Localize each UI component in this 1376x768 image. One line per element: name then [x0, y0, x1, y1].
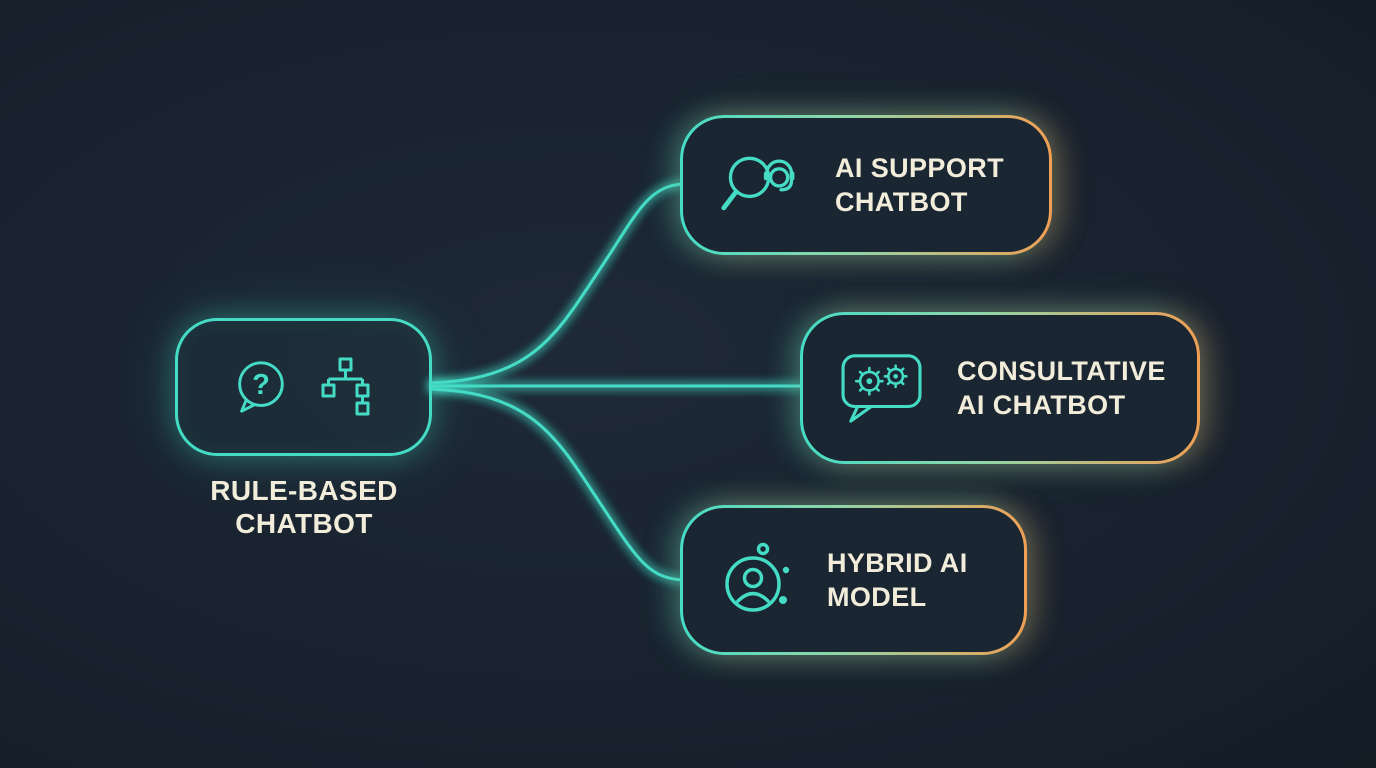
node-label: HYBRID AI MODEL: [827, 546, 968, 614]
node-label-line1: AI SUPPORT: [835, 152, 1005, 183]
question-bubble-icon: ?: [229, 356, 291, 418]
root-label-line1: RULE-BASED: [210, 475, 398, 506]
node-label: AI SUPPORT CHATBOT: [835, 151, 1004, 219]
node-hybrid-ai-model: HYBRID AI MODEL: [680, 505, 1027, 655]
root-node-label: RULE-BASED CHATBOT: [160, 474, 448, 540]
node-ai-support-chatbot: AI SUPPORT CHATBOT: [680, 115, 1052, 255]
connector-bottom: [429, 387, 686, 582]
node-rule-based-chatbot: ?: [175, 318, 432, 456]
connector-top: [429, 182, 686, 385]
root-label-line2: CHATBOT: [235, 508, 373, 540]
node-label-line2: CHATBOT: [835, 187, 968, 217]
svg-text:?: ?: [252, 369, 270, 401]
node-label-line2: AI CHATBOT: [957, 390, 1126, 420]
node-label-line2: MODEL: [827, 582, 927, 612]
node-label-line1: HYBRID AI: [827, 547, 968, 578]
node-label: CONSULTATIVE AI CHATBOT: [957, 354, 1166, 422]
chat-gears-icon: [839, 351, 925, 425]
hierarchy-icon: [313, 355, 379, 419]
user-network-icon: [719, 542, 795, 618]
node-consultative-ai-chatbot: CONSULTATIVE AI CHATBOT: [800, 312, 1200, 464]
search-support-icon: [719, 150, 803, 220]
node-label-line1: CONSULTATIVE: [957, 355, 1166, 386]
